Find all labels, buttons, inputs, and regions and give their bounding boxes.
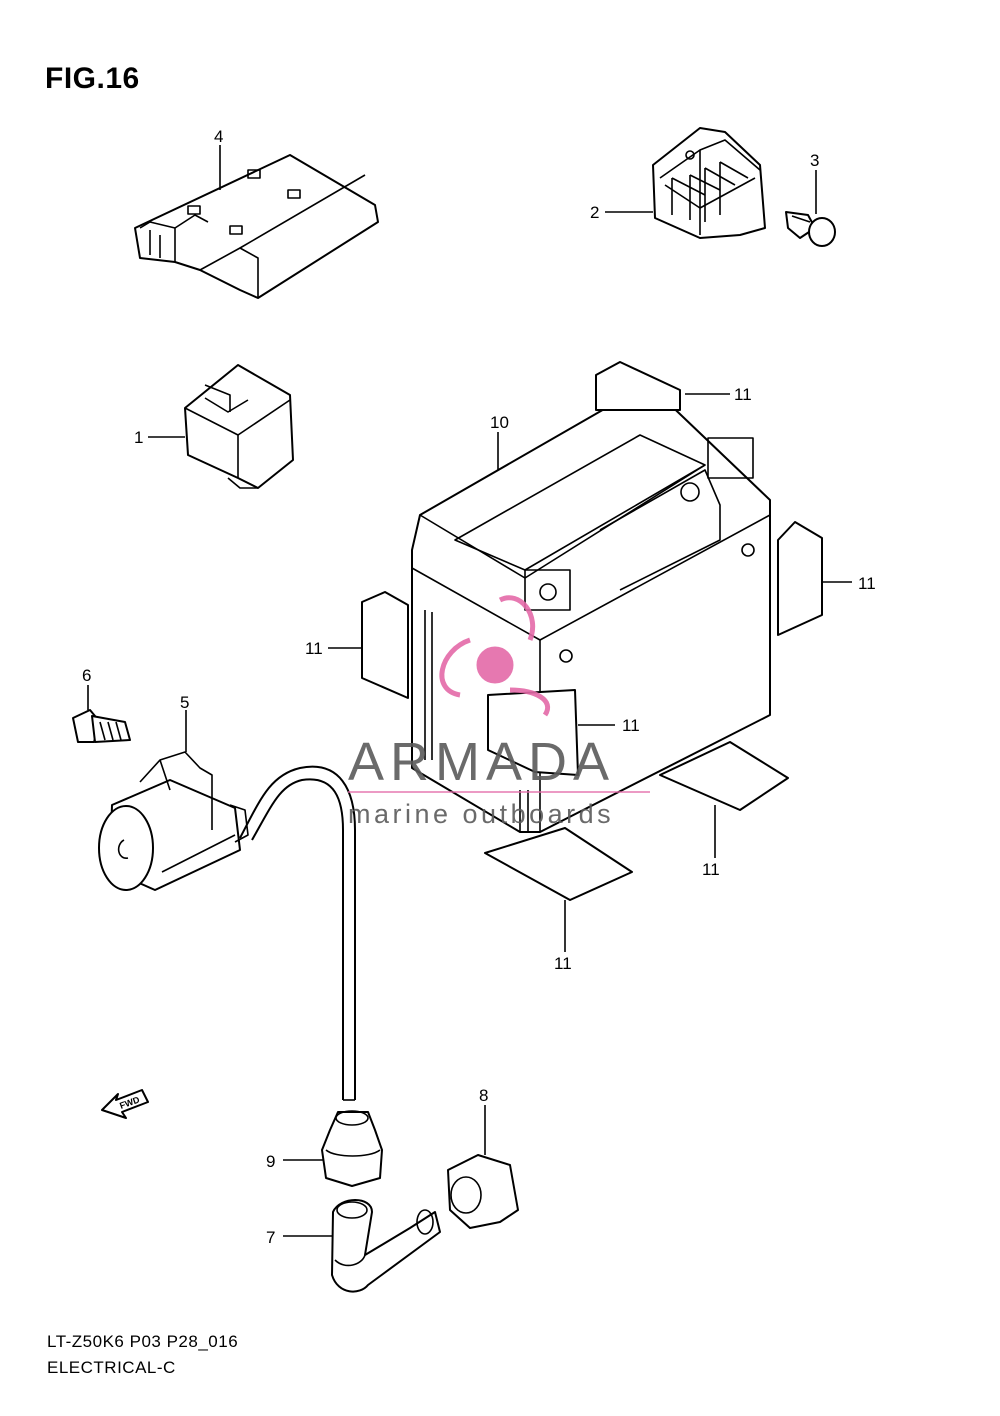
callout-7: 7 (266, 1228, 275, 1247)
watermark-tagline: marine outboards (348, 799, 614, 829)
part-4-cdi-unit[interactable] (134, 145, 379, 299)
watermark: ARMADA marine outboards (348, 595, 650, 829)
callout-6: 6 (82, 666, 91, 685)
callout-5: 5 (180, 693, 189, 712)
callout-11-left: 11 (305, 639, 323, 658)
callout-8: 8 (479, 1086, 488, 1105)
section-title: ELECTRICAL-C (47, 1358, 176, 1377)
part-8-sleeve[interactable] (447, 1105, 519, 1229)
part-11-pad-right[interactable] (777, 521, 852, 636)
callout-2: 2 (590, 203, 599, 222)
callout-4: 4 (214, 127, 223, 146)
callout-9: 9 (266, 1152, 275, 1171)
part-11-sheet-right[interactable] (659, 741, 789, 858)
figure-title: FIG.16 (45, 62, 140, 95)
part-3-bolt[interactable] (785, 170, 836, 247)
callout-11-top: 11 (734, 385, 752, 404)
callout-11-front: 11 (622, 716, 640, 735)
part-5-ignition-coil[interactable] (98, 710, 356, 1101)
callout-11-sheet-right: 11 (702, 860, 720, 879)
part-9-grommet[interactable] (283, 1110, 383, 1187)
part-11-pad-top[interactable] (595, 361, 730, 411)
drawing-code: LT-Z50K6 P03 P28_016 (47, 1332, 239, 1351)
watermark-logo (439, 595, 550, 717)
part-11-sheet-bottom[interactable] (484, 827, 633, 952)
part-11-pad-front[interactable] (487, 689, 615, 776)
part-2-rectifier[interactable] (605, 127, 766, 239)
callout-3: 3 (810, 151, 819, 170)
callout-10: 10 (490, 413, 509, 432)
callout-11-right: 11 (858, 574, 876, 593)
callout-11-sheet-bottom: 11 (554, 954, 572, 973)
part-7-plug-cap[interactable] (283, 1199, 441, 1293)
watermark-brand: ARMADA (348, 732, 615, 792)
part-11-pad-left[interactable] (328, 591, 409, 699)
part-6-bolt[interactable] (72, 685, 131, 743)
part-1-relay[interactable] (148, 364, 294, 489)
fwd-direction-arrow: FWD (101, 1089, 149, 1119)
callout-1: 1 (134, 428, 143, 447)
